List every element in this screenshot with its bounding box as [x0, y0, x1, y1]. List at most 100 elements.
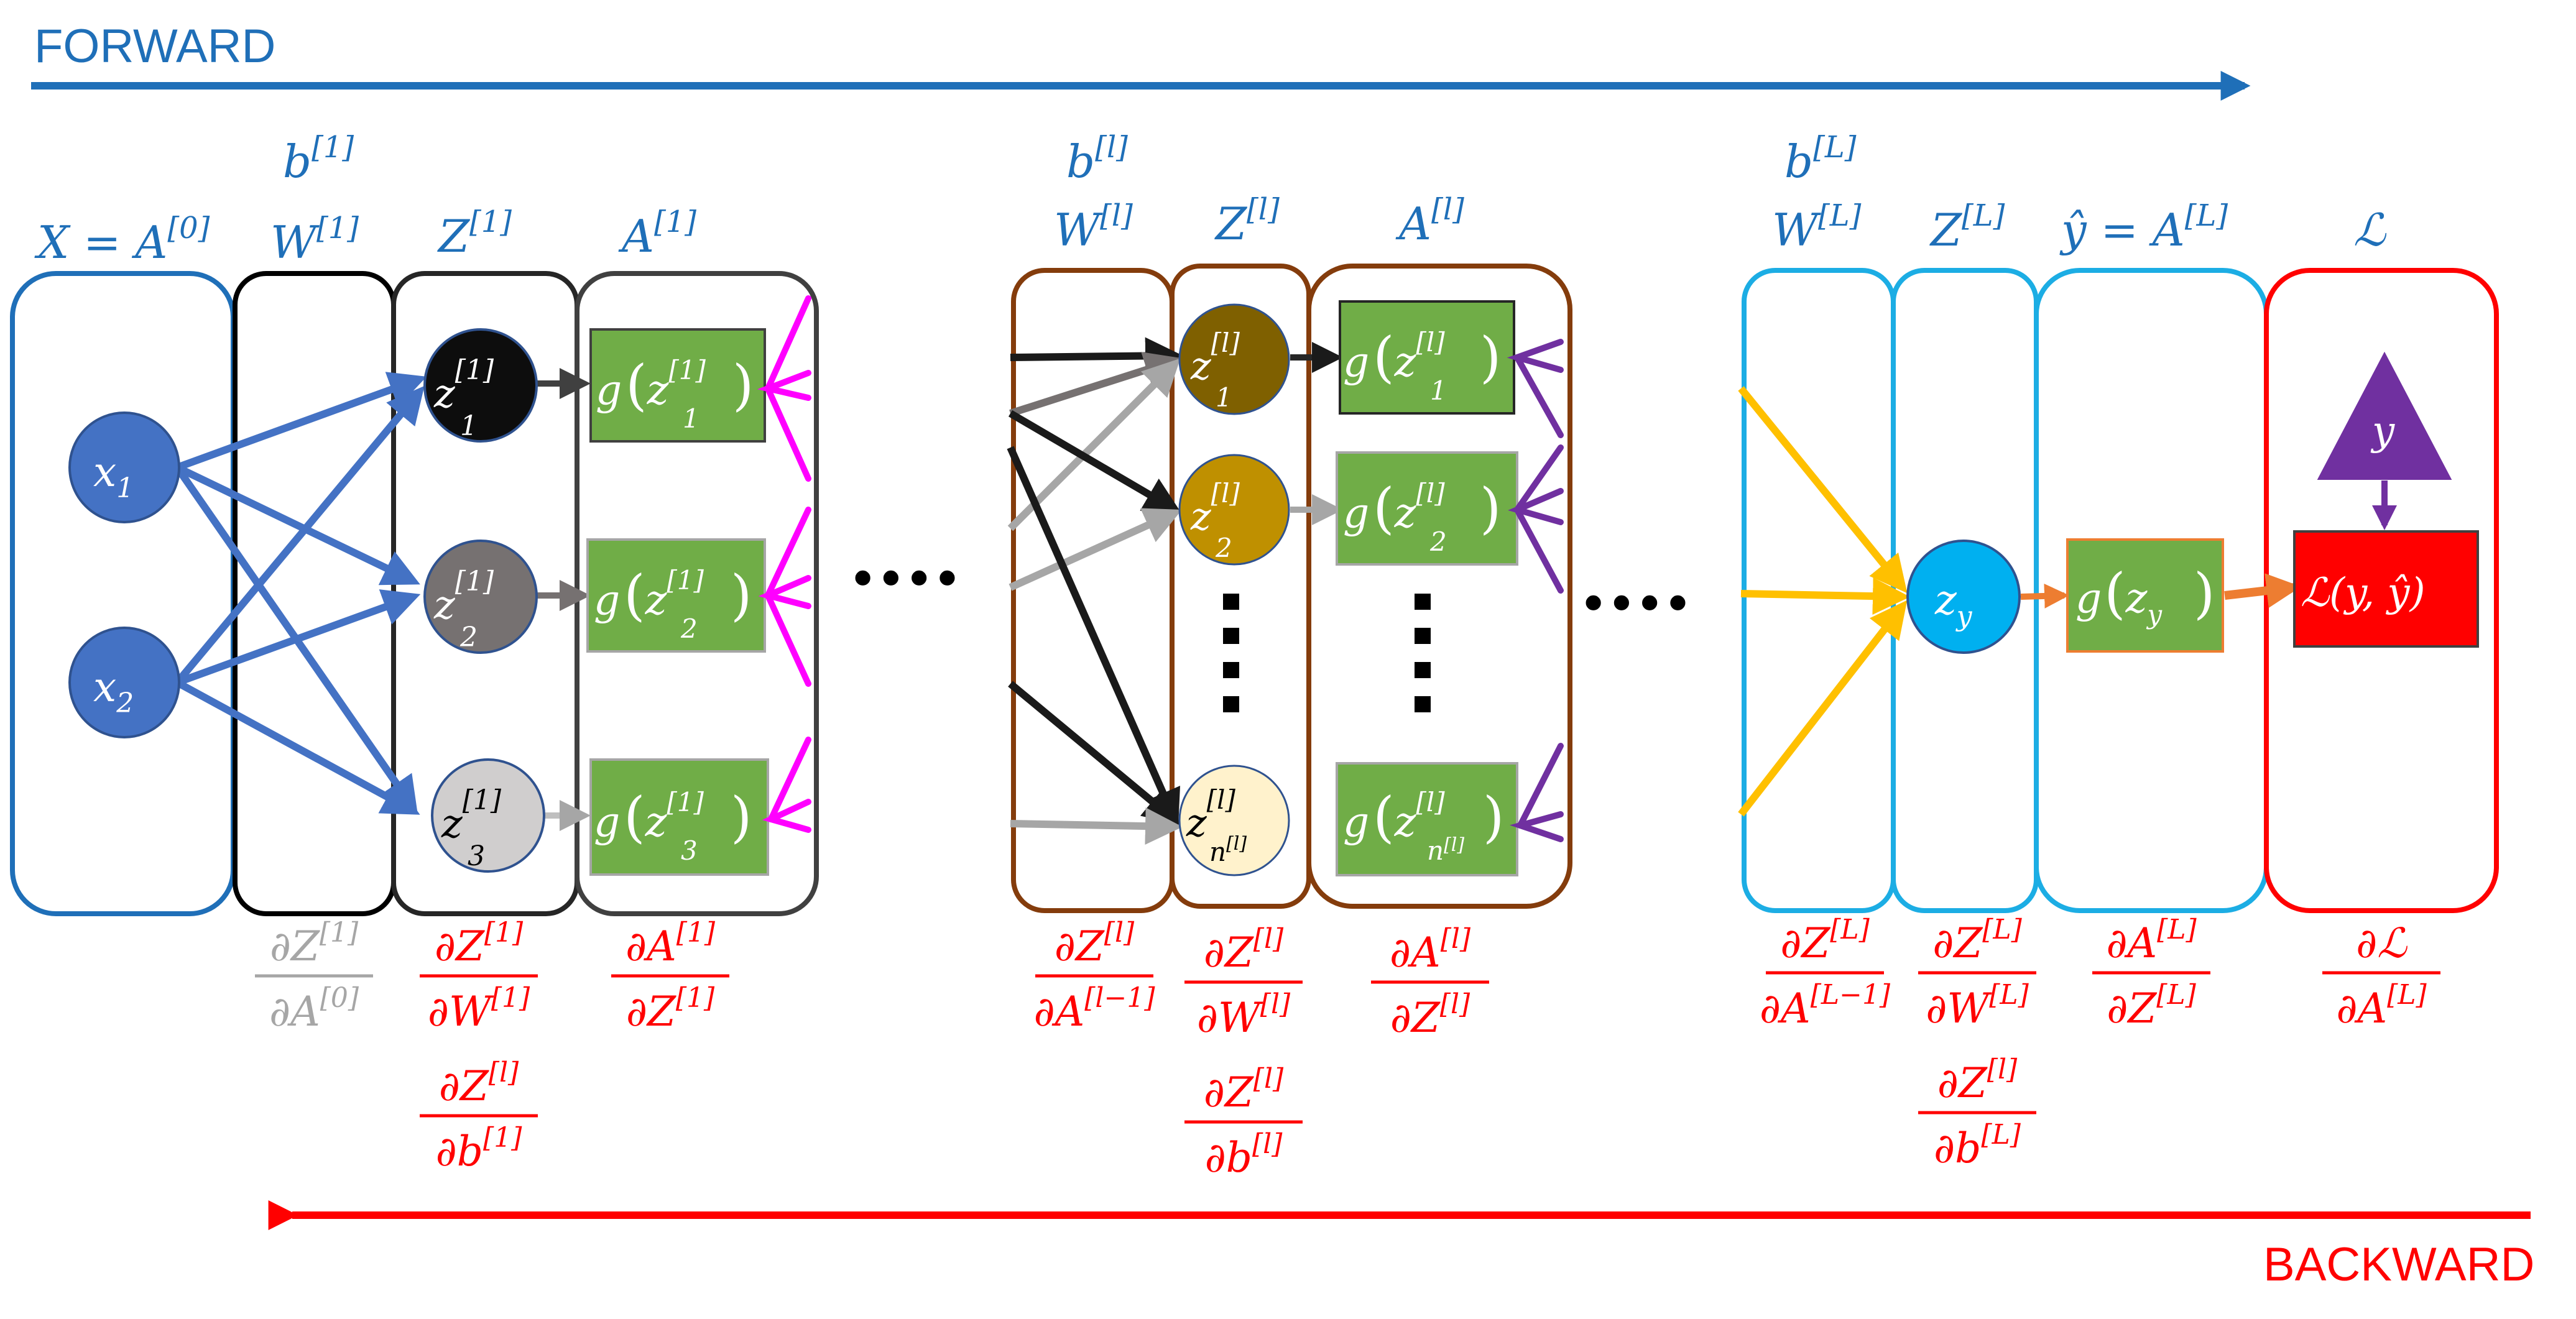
derivative-d5: ∂Z[l] ∂A[l−1]	[1033, 917, 1155, 1036]
derivative-d1: ∂Z[1] ∂A[0]	[255, 917, 373, 1036]
header-x: X = A[0]	[34, 211, 210, 269]
header-al: A[l]	[1395, 192, 1464, 250]
node-z1-1: z[1]1	[423, 328, 538, 443]
al-vertical-ellipsis	[1415, 594, 1431, 712]
al-box	[1306, 264, 1572, 909]
target-y: y	[2317, 351, 2452, 480]
header-a1: A[1]	[618, 205, 696, 262]
layerl-edges	[1007, 337, 1183, 845]
svg-text:∂Z[L]: ∂Z[L]	[1780, 914, 1870, 967]
act-a1-1: g(z[1]1)	[589, 328, 766, 443]
layerL-edges	[1738, 386, 1910, 817]
svg-text:g(z[1]2): g(z[1]2)	[594, 563, 752, 644]
derivative-d13: ∂ℒ ∂A[L]	[2322, 919, 2440, 1032]
svg-text:∂A[L−1]: ∂A[L−1]	[1760, 979, 1891, 1032]
header-b1: b[1]	[283, 130, 354, 188]
header-wL: W[L]	[1772, 198, 1862, 256]
svg-text:z[l]2: z[l]2	[1190, 478, 1240, 563]
layer1-edges	[174, 372, 427, 815]
svg-text:zy: zy	[1934, 576, 1973, 632]
act-al-1: g(z[l]1)	[1339, 300, 1515, 415]
node-zl-2: z[l]2	[1178, 454, 1290, 566]
node-x1: x1	[68, 411, 180, 523]
header-yhat: ŷ = A[L]	[2059, 198, 2228, 256]
svg-text:g(z[l]n[l]): g(z[l]n[l])	[1343, 785, 1504, 866]
derivative-labels: ∂Z[1] ∂A[0] ∂Z[1] ∂W[1] ∂Z[l] ∂b[1] ∂A[1] ∂Z[1]…	[255, 914, 2440, 1182]
svg-text:z[l]1: z[l]1	[1190, 328, 1240, 413]
svg-text:∂W[1]: ∂W[1]	[428, 982, 530, 1036]
svg-text:∂A[0]: ∂A[0]	[269, 982, 359, 1036]
svg-text:∂Z[l]: ∂Z[l]	[1390, 988, 1470, 1042]
svg-text:∂ℒ: ∂ℒ	[2356, 919, 2407, 967]
svg-text:z[1]1: z[1]1	[433, 354, 494, 442]
svg-text:ℒ(y, ŷ): ℒ(y, ŷ)	[2301, 570, 2426, 616]
header-loss: ℒ	[2353, 204, 2387, 256]
input-layer-box	[10, 271, 236, 916]
act-al-2: g(z[l]2)	[1336, 451, 1518, 566]
svg-text:g(z[1]3): g(z[1]3)	[594, 785, 752, 866]
svg-text:∂Z[L]: ∂Z[L]	[1932, 914, 2022, 967]
node-zy: zy	[1906, 540, 2021, 654]
header-zL: Z[L]	[1929, 198, 2005, 256]
node-zl-n: z[l]n[l]	[1178, 765, 1290, 876]
svg-text:x1: x1	[93, 448, 134, 504]
header-bl: b[l]	[1066, 130, 1128, 188]
svg-text:∂W[L]: ∂W[L]	[1926, 979, 2029, 1032]
svg-text:g(z[l]2): g(z[l]2)	[1343, 476, 1501, 557]
svg-text:∂Z[l]: ∂Z[l]	[1937, 1054, 2018, 1107]
derivative-d4: ∂A[1] ∂Z[1]	[611, 917, 729, 1036]
svg-text:y: y	[2370, 408, 2395, 454]
svg-text:∂Z[l]: ∂Z[l]	[1055, 917, 1135, 970]
magenta-back-edges	[757, 295, 811, 833]
derivative-d2: ∂Z[1] ∂W[1]	[420, 917, 538, 1036]
svg-text:∂b[1]: ∂b[1]	[436, 1122, 523, 1175]
svg-text:∂A[L]: ∂A[L]	[2336, 979, 2427, 1032]
svg-text:∂A[1]: ∂A[1]	[626, 917, 716, 970]
act-output: g(zy)	[2066, 538, 2224, 653]
svg-text:∂b[l]: ∂b[l]	[1205, 1128, 1283, 1182]
svg-text:∂b[L]: ∂b[L]	[1934, 1119, 2021, 1172]
derivative-d11: ∂Z[l] ∂b[L]	[1918, 1054, 2036, 1172]
derivative-d6: ∂Z[l] ∂W[l]	[1184, 923, 1303, 1042]
header-z1: Z[1]	[437, 205, 512, 262]
act-al-n: g(z[l]n[l])	[1336, 762, 1518, 876]
derivative-d8: ∂A[l] ∂Z[l]	[1371, 923, 1489, 1042]
node-z1-3: z[1]3	[431, 758, 545, 873]
svg-text:∂Z[l]: ∂Z[l]	[1204, 923, 1284, 977]
forward-label: FORWARD	[34, 20, 275, 73]
node-zl-1: z[l]1	[1178, 303, 1290, 415]
derivative-d7: ∂Z[l] ∂b[l]	[1184, 1063, 1303, 1182]
svg-text:g(zy): g(zy)	[2075, 561, 2215, 630]
svg-text:∂W[l]: ∂W[l]	[1197, 988, 1291, 1042]
svg-text:∂Z[1]: ∂Z[1]	[435, 917, 524, 970]
ellipsis-2: ····	[1579, 555, 1692, 650]
derivative-d3: ∂Z[l] ∂b[1]	[420, 1057, 538, 1175]
svg-text:x2: x2	[93, 663, 134, 719]
act-a1-2: g(z[1]2)	[586, 538, 766, 653]
svg-text:∂Z[l]: ∂Z[l]	[439, 1057, 519, 1110]
ellipsis-1: ····	[849, 530, 961, 625]
svg-text:∂A[l−1]: ∂A[l−1]	[1033, 982, 1155, 1036]
svg-text:g(z[1]1): g(z[1]1)	[596, 353, 754, 434]
svg-text:∂Z[l]: ∂Z[l]	[1204, 1063, 1284, 1116]
node-x2: x2	[68, 627, 180, 738]
header-zl: Z[l]	[1214, 192, 1280, 250]
header-bL: b[L]	[1784, 130, 1857, 188]
zl-vertical-ellipsis	[1223, 594, 1239, 712]
svg-text:g(z[l]1): g(z[l]1)	[1343, 325, 1501, 406]
header-wl: W[l]	[1054, 198, 1133, 256]
svg-text:∂Z[L]: ∂Z[L]	[2107, 979, 2196, 1032]
derivative-d12: ∂A[L] ∂Z[L]	[2092, 914, 2210, 1032]
act-a1-3: g(z[1]3)	[589, 758, 769, 876]
svg-text:z[l]n[l]: z[l]n[l]	[1186, 784, 1247, 867]
svg-text:∂A[l]: ∂A[l]	[1390, 923, 1471, 977]
svg-text:∂A[L]: ∂A[L]	[2106, 914, 2197, 967]
loss-function: ℒ(y, ŷ)	[2293, 530, 2479, 648]
svg-text:∂Z[1]: ∂Z[1]	[626, 982, 715, 1036]
derivative-d9: ∂Z[L] ∂A[L−1]	[1760, 914, 1891, 1032]
backward-label: BACKWARD	[2263, 1238, 2534, 1291]
header-w1: W[1]	[270, 211, 359, 269]
purple-back-edges	[1507, 339, 1564, 842]
svg-text:∂Z[1]: ∂Z[1]	[270, 917, 359, 970]
